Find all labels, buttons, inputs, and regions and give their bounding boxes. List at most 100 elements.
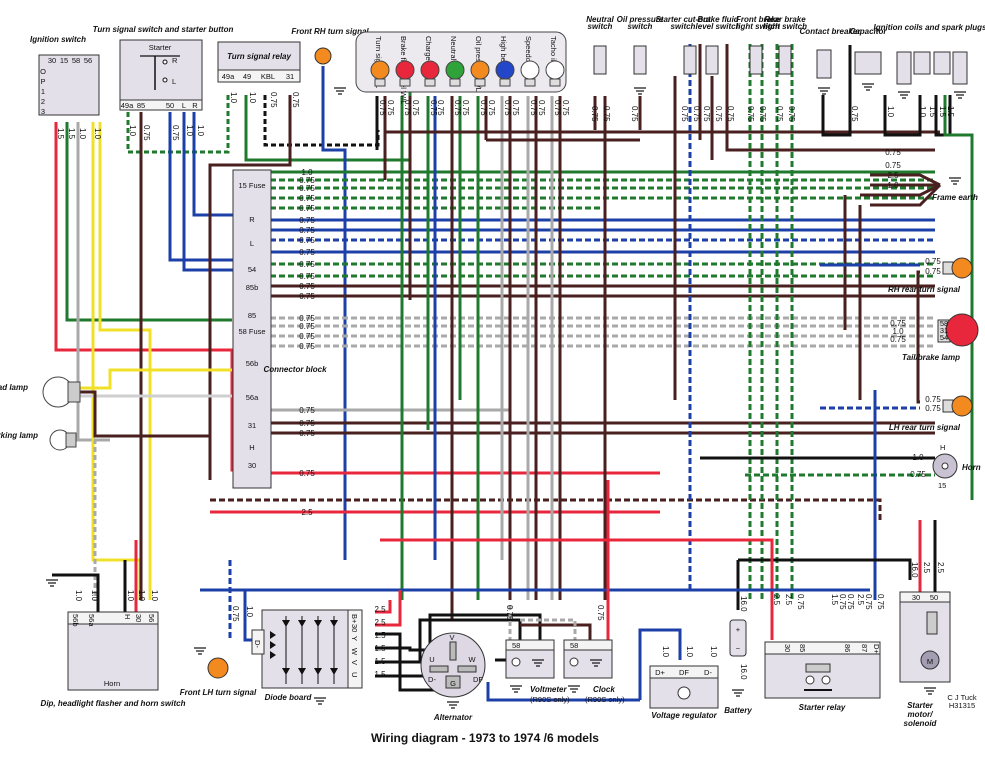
credit-author: C J Tuck	[947, 693, 976, 702]
warning-lamp: High beam	[495, 36, 515, 87]
wire-size-label: 0.75	[850, 106, 859, 122]
wire-size-label: 0.75	[864, 594, 873, 610]
starter-relay-pin: 87	[860, 644, 869, 652]
diode-board: Diode board B+30YWVUD-2.52.51.51.51.51.5…	[245, 605, 386, 705]
starter-motor-pin-30: 30	[912, 593, 920, 602]
dip-pin-label: 30	[134, 614, 143, 622]
front-lh-turn-signal: Front LH turn signal	[180, 647, 257, 697]
warning-lamp: Brake fluid level W/L	[395, 36, 415, 104]
switch-label-2: light switch	[736, 22, 780, 31]
wire-size-label: 0.75	[505, 605, 514, 621]
capacitor: Capacitor	[850, 27, 888, 91]
alternator-pin-label: W	[468, 655, 476, 664]
dip-switch-label: Dip, headlight flasher and horn switch	[41, 699, 186, 708]
horn-label: Horn	[962, 463, 981, 472]
starter-relay-pin: 85	[798, 644, 807, 652]
tsr-pin-label: 49a	[222, 72, 235, 81]
credit-code: H31315	[949, 701, 975, 710]
wire-size-label: 0.75	[758, 106, 767, 122]
wire-size-label: 0.75	[680, 106, 689, 122]
wire-size-label: 0.75	[403, 100, 412, 116]
wire-size-label: 1.0	[128, 125, 137, 137]
frame-earth: Frame earth	[932, 177, 978, 202]
capacitor-label: Capacitor	[850, 27, 888, 36]
ignition-column-label: 15	[60, 56, 68, 65]
switch-label: Rear brake	[764, 15, 806, 24]
diode-pin-label: U	[350, 672, 359, 677]
ignition-coils-label: Ignition coils and spark plugs	[874, 23, 985, 32]
wire-size-label: 0.75	[299, 216, 315, 225]
alternator-pin-label: DF	[473, 675, 483, 684]
wire-size-label: 1.5	[67, 128, 76, 140]
wire-size-label: 1.0	[301, 168, 313, 177]
wire-size-label: 1.0	[90, 590, 99, 602]
tail-pin: 58	[940, 319, 948, 328]
connector-block-label: Connector block	[263, 365, 327, 374]
ignition-row-label: 2	[41, 97, 45, 106]
wire-blue-2	[192, 112, 240, 217]
wire-size-label: 2.5	[922, 562, 931, 574]
ignition-column-label: 56	[84, 56, 92, 65]
tss-contact-l: L	[172, 77, 176, 86]
diode-pin-dminus: D-	[253, 640, 262, 648]
switch-label-2: switch	[588, 22, 613, 31]
wire-size-label: 0.75	[269, 92, 278, 108]
wire-size-label: 0.75	[453, 100, 462, 116]
wire-blue-red	[182, 112, 240, 272]
diode-board-label: Diode board	[265, 693, 313, 702]
tss-pin-label: 50	[166, 101, 174, 110]
wire-size-label: 0.75	[590, 106, 599, 122]
ignition-row-label: 1	[41, 87, 45, 96]
connector-terminal: 85b	[246, 283, 259, 292]
wire-size-label: 1.0	[196, 125, 205, 137]
wire-size-label: 16.0	[910, 562, 919, 578]
wire-black-dip	[52, 573, 100, 612]
wire-size-label: 0.75	[925, 267, 941, 276]
head-lamp: Head lamp	[0, 376, 81, 408]
lamp-bulb	[395, 60, 415, 80]
frame-earth-sizes: 0.750.752.51.0	[885, 148, 901, 190]
wire-size-label: 0.75	[925, 257, 941, 266]
wire-size-label: 0.75	[726, 106, 735, 122]
wire-size-label: 1.0	[685, 646, 694, 658]
motor-m-label: M	[927, 657, 933, 666]
switch-label-2: switch	[671, 22, 696, 31]
front-rh-label: Front RH turn signal	[291, 27, 369, 36]
wire-size-label: 0.75	[702, 106, 711, 122]
battery-label: Battery	[724, 706, 752, 715]
wire-size-label: 0.75	[299, 469, 315, 478]
connector-block-sizes: 1.00.750.750.750.750.750.750.750.750.750…	[299, 168, 315, 517]
wire-red-diode	[375, 600, 392, 614]
wire-size-label: 2.5	[784, 594, 793, 606]
connector-terminal: 56b	[246, 359, 259, 368]
dip-pin-label: 56a	[87, 614, 96, 627]
warning-lamp-label: Tacho illum	[549, 36, 558, 74]
diagram-title: Wiring diagram - 1973 to 1974 /6 models	[371, 731, 599, 745]
wire-size-label: 1.5	[374, 657, 386, 666]
voltmeter: 58 Voltmeter (R90S only)	[505, 639, 570, 704]
wire-size-label: 0.75	[553, 100, 562, 116]
wire-size-label: 0.75	[925, 395, 941, 404]
svg-text:−: −	[736, 644, 741, 653]
tss-contact-r: R	[172, 56, 178, 65]
wire-size-label: 0.75	[299, 236, 315, 245]
wire-size-label: 1.0	[245, 606, 254, 618]
tss-pin-label: 49a	[121, 101, 134, 110]
wire-size-label: 0.75	[876, 594, 885, 610]
warning-lamp-label: Speedo illum	[524, 36, 533, 79]
wire-grey-parking	[78, 438, 97, 600]
wire-size-label: 0.75	[602, 106, 611, 122]
wire-size-label: 0.75	[299, 184, 315, 193]
wire-yellow-2	[98, 122, 152, 600]
wire-size-label: 2.5	[936, 562, 945, 574]
connector-terminal: 85	[248, 311, 256, 320]
wire-size-label: 1.5	[946, 106, 955, 118]
lamp-bulb	[420, 60, 440, 80]
wire-size-label: 1.0	[78, 128, 87, 140]
